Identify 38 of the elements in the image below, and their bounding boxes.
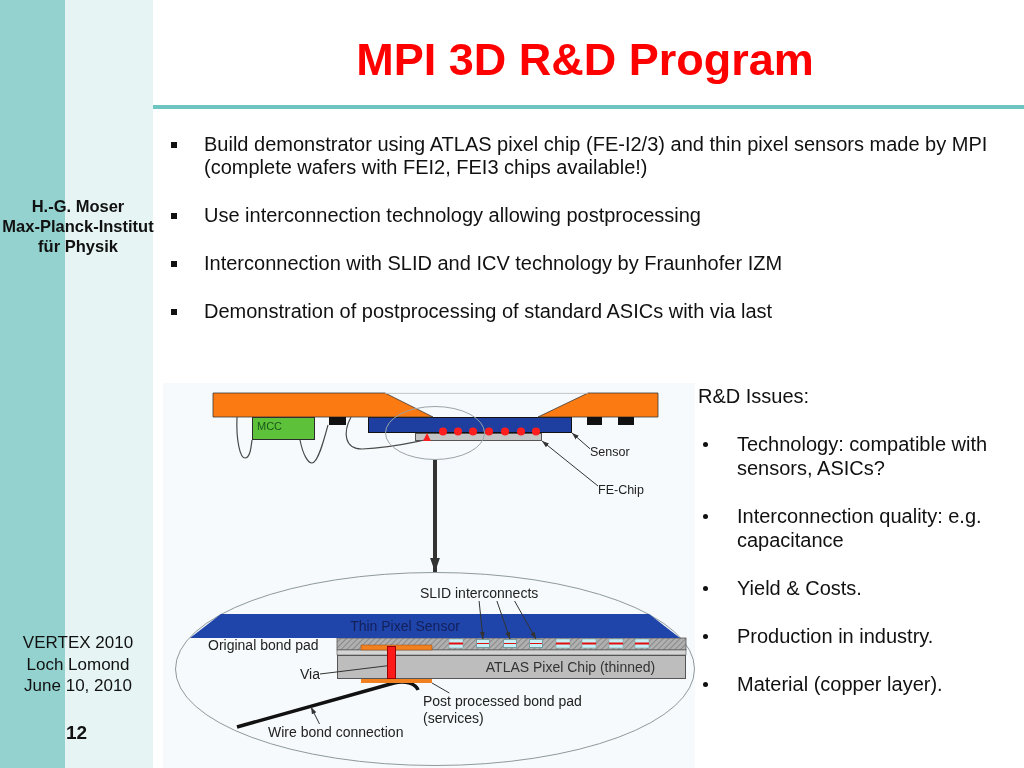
bullet-item: Yield & Costs. [698,576,862,600]
bullet-item: Build demonstrator using ATLAS pixel chip (FE-I2/3) and thin pixel sensors made by MPI (complete wafers with FEI2, FEI3 chips available!) [165,133,1004,179]
part-label: SLID interconnects [420,585,539,601]
bullet-item: Interconnection quality: e.g. capacitance [698,504,1001,552]
chip-layer: ATLAS Pixel Chip (thinned) [337,655,686,679]
conference-name: VERTEX 2010 [22,632,134,654]
leader-line [514,600,537,640]
bullet-item: Demonstration of postprocessing of standard ASICs with via last [165,300,773,323]
slide-title: MPI 3D R&D Program [355,33,815,87]
leader-line [319,665,388,675]
magnified-view-ellipse [175,572,695,766]
part-label: Wire bond connection [268,724,404,740]
author-name: H.-G. Moser [31,196,125,216]
leader-line [431,682,450,694]
interconnect-bump [529,639,543,648]
part-label: Via [300,666,320,682]
bullet-item: Use interconnection technology allowing postprocessing [165,204,701,227]
date-text: June 10, 2010 [24,675,132,697]
part-label: Post processed bond pad (services) [423,693,598,727]
part-label: FE-Chip [598,482,644,498]
bullet-item: Material (copper layer). [698,672,943,696]
bond-pad [361,679,432,683]
page-number: 12 [65,721,88,745]
arrow [430,460,440,572]
bullet-item: Technology: compatible with sensors, ASICs? [698,432,1001,480]
via-column [387,646,396,679]
institute-name: Max-Planck-Institut für Physik [1,216,155,256]
leader-line [496,600,511,640]
interconnect-bump [476,639,490,648]
list-heading: R&D Issues: [698,384,810,408]
venue-text: Loch Lomond [26,653,130,675]
leader-line [310,706,320,725]
sensor-layer: Thin Pixel Sensor [190,614,680,638]
leader-line [478,600,485,640]
interconnect-bump [503,639,517,648]
part-label: Original bond pad [208,637,319,653]
bullet-item: Interconnection with SLID and ICV technology by Fraunhofer IZM [165,252,783,275]
bullet-item: Production in industry. [698,624,934,648]
